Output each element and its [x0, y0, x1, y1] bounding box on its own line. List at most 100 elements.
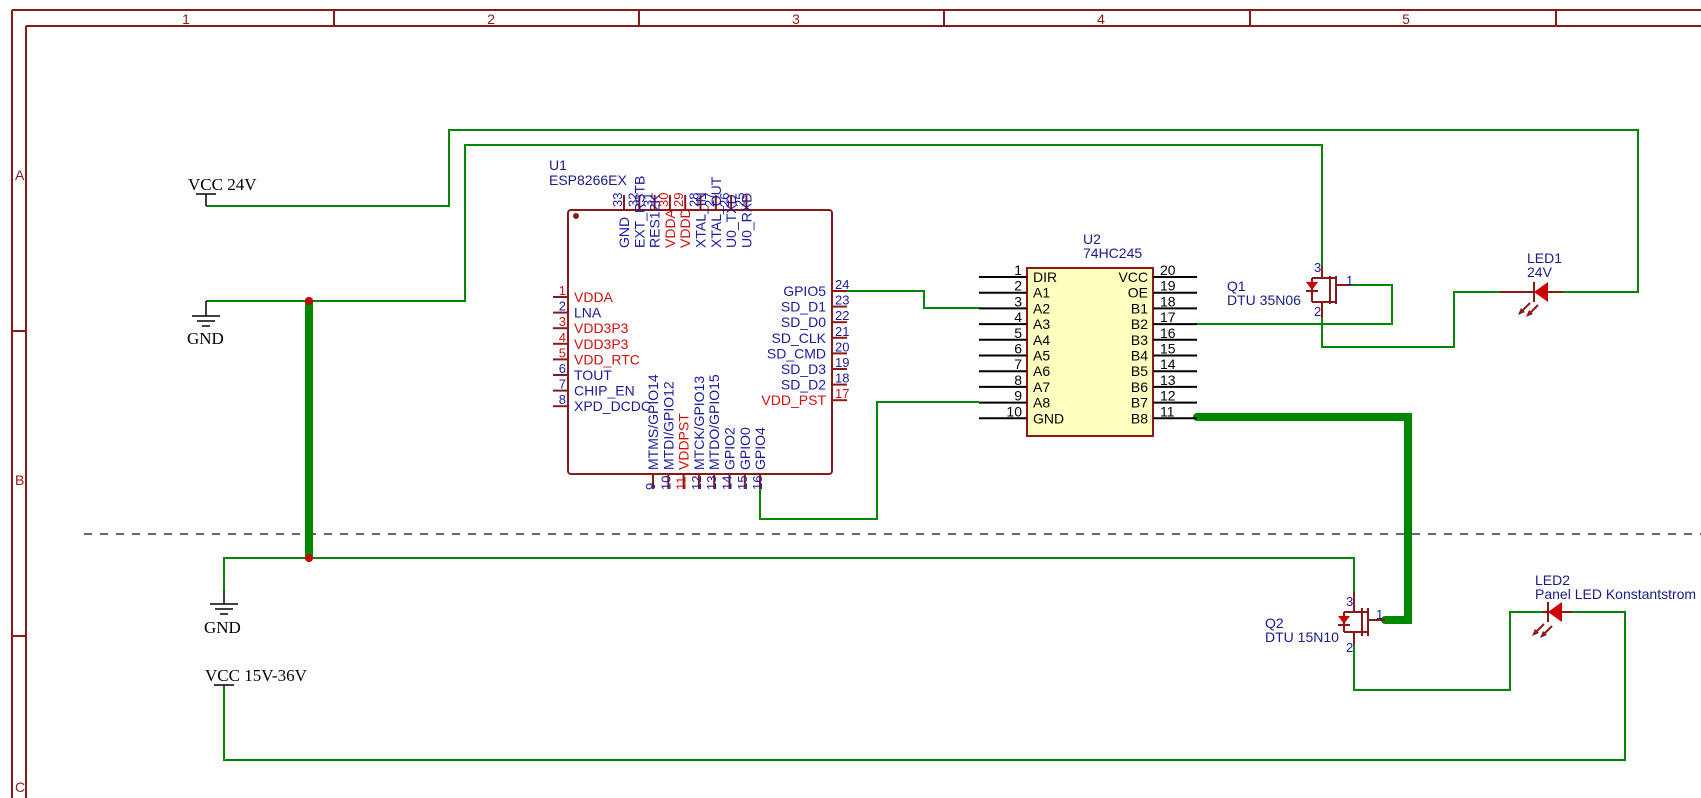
u2-pin-name: A8 — [1033, 395, 1050, 411]
u1-pin-name: MTDI/GPIO12 — [660, 381, 676, 470]
wire-vcc15-led2 — [223, 611, 1626, 761]
u2-pin-number: 20 — [1160, 262, 1176, 278]
u2-pin-number: 1 — [1014, 262, 1022, 278]
power-vcc15: VCC 15V-36V — [205, 666, 308, 686]
u1-pin-number: 28 — [687, 193, 702, 207]
wire-b8-q2-gate — [1193, 413, 1412, 624]
u2-pin-number: 7 — [1014, 356, 1022, 372]
u2-pin-number: 11 — [1160, 403, 1175, 419]
u2-right-pins: 20VCC19OE18B117B216B315B414B513B612B711B… — [1118, 262, 1197, 426]
u1-pin-number: 27 — [702, 193, 717, 207]
u1-pin-name: TOUT — [574, 367, 612, 383]
u1-pin-name: CHIP_EN — [574, 383, 635, 399]
u1-pin-name: VDD_RTC — [574, 351, 640, 367]
frame-column-label: 3 — [792, 11, 800, 27]
q1-value: DTU 35N06 — [1227, 292, 1301, 308]
frame-row-label: A — [15, 167, 25, 183]
u1-pin-name: RES12K — [647, 194, 663, 248]
u2-pin-name: A6 — [1033, 363, 1050, 379]
wire-vcc24-led1 — [206, 129, 1639, 293]
u1-pin-number: 20 — [835, 339, 849, 354]
q1-pin-number: 3 — [1314, 260, 1321, 275]
power-gnd2: GND — [204, 590, 241, 637]
u1-pin-name: VDDD — [677, 208, 693, 248]
vcc15-label: VCC 15V-36V — [205, 666, 308, 685]
u1-pin-name: SD_D1 — [781, 299, 826, 315]
u1-pin-number: 4 — [559, 330, 566, 345]
u1-pin-name: SD_CMD — [767, 345, 826, 361]
u1-pin-number: 29 — [671, 193, 686, 207]
u2-pin-number: 2 — [1014, 278, 1022, 294]
u1-pin-name: VDDA — [662, 208, 678, 248]
u1-pin-number: 15 — [735, 476, 750, 490]
u2-value: 74HC245 — [1083, 245, 1142, 261]
led2-symbol — [1548, 602, 1562, 622]
u1-pin-name: VDD3P3 — [574, 336, 629, 352]
led1-ref: LED1 — [1527, 250, 1562, 266]
vcc24-label: VCC 24V — [188, 175, 257, 194]
u1-pin-name: MTDO/GPIO15 — [706, 374, 722, 470]
q2-body-diode — [1338, 616, 1350, 624]
u1-pin-number: 31 — [641, 193, 656, 207]
u1-pin-number: 21 — [835, 324, 849, 339]
junction-dot — [305, 297, 313, 305]
gnd1-label: GND — [187, 329, 224, 348]
led1-value: 24V — [1527, 264, 1553, 280]
frame-column-label: 4 — [1097, 11, 1105, 27]
frame-column-label: 1 — [182, 11, 190, 27]
u1-pin-number: 19 — [835, 355, 849, 370]
u1-pin-name: U0_TXD — [723, 194, 739, 248]
u1-pin-number: 26 — [717, 193, 732, 207]
wire-gnd-q1-source — [206, 144, 1323, 302]
wire-gpio5-a2 — [831, 290, 979, 309]
u1-pin-number: 5 — [559, 345, 566, 360]
u1-bottom-pins: 9MTMS/GPIO1410MTDI/GPIO1211VDDPST12MTCK/… — [643, 374, 768, 490]
frame-row-label: C — [15, 779, 25, 795]
u2-pin-name: A2 — [1033, 300, 1050, 316]
u2-pin-name: A5 — [1033, 348, 1050, 364]
u2-pin-number: 18 — [1160, 293, 1176, 309]
u2-pin-number: 5 — [1014, 325, 1022, 341]
wires — [206, 129, 1639, 761]
drawing-frame: 1 2 3 4 5 A B C — [11, 9, 1701, 798]
u1-pin-name: LNA — [574, 305, 602, 321]
u1-pin-name: SD_D2 — [781, 377, 826, 393]
u2-pin-name: OE — [1128, 285, 1148, 301]
u1-pin-name: VDDPST — [676, 413, 692, 470]
u1-pin-number: 16 — [750, 476, 765, 490]
q2-pin-number: 3 — [1346, 594, 1353, 609]
u1-pin-number: 2 — [559, 299, 566, 314]
u2-pin-name: A7 — [1033, 379, 1050, 395]
u2-pin-name: A4 — [1033, 332, 1050, 348]
wire-gnd2-q2-source — [223, 557, 1355, 592]
u1-pin-number: 9 — [643, 483, 658, 490]
u1-pin-name: VDD_PST — [761, 392, 826, 408]
u1-top-pins: 33GND32EXT_RSTB31RES12K30VDDA29VDDD28XTA… — [610, 176, 754, 248]
u2-pin-number: 9 — [1014, 388, 1022, 404]
u2-pin-name: B4 — [1131, 348, 1148, 364]
q2-value: DTU 15N10 — [1265, 629, 1339, 645]
q1-pin-number: 2 — [1314, 304, 1321, 319]
u1-pin-number: 8 — [559, 392, 566, 407]
u1-pin-name: VDD3P3 — [574, 320, 629, 336]
u2-pin-number: 17 — [1160, 309, 1176, 325]
power-vcc24: VCC 24V — [188, 175, 257, 206]
q2-mosfet: Q2 DTU 15N10 3 1 2 — [1265, 592, 1385, 655]
u2-pin-number: 12 — [1160, 388, 1176, 404]
wire-gpio4-a8 — [759, 401, 979, 520]
gnd2-label: GND — [204, 618, 241, 637]
wire-q1-drain-led1 — [1321, 291, 1500, 348]
u1-pin-number: 3 — [559, 314, 566, 329]
u2-pin-number: 19 — [1160, 278, 1176, 294]
u1-pin-name: SD_CLK — [772, 330, 827, 346]
u2-pin-name: A1 — [1033, 285, 1050, 301]
power-gnd1: GND — [187, 301, 224, 348]
q1-mosfet: Q1 DTU 35N06 3 1 2 — [1227, 260, 1353, 319]
u1-pin-number: 17 — [835, 386, 849, 401]
frame-column-label: 5 — [1402, 11, 1410, 27]
u1-pin-name: VDDA — [574, 289, 614, 305]
